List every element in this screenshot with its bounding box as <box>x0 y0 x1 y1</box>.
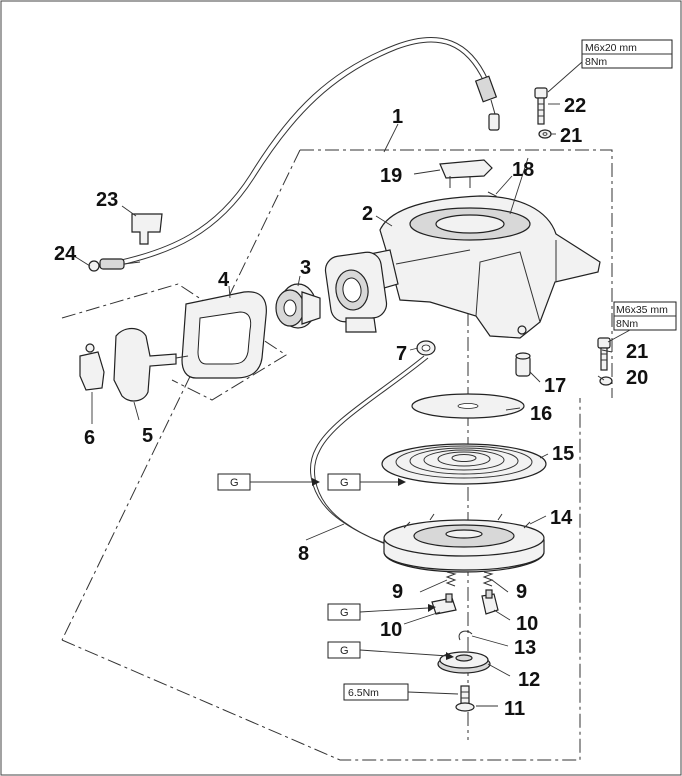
part-13-clip <box>458 630 473 641</box>
callout-24: 24 <box>54 243 77 265</box>
part-10-pawl-right <box>481 589 499 615</box>
spec-top-size: M6x20 mm <box>585 42 637 54</box>
callout-leaders <box>73 103 613 707</box>
callout-18: 18 <box>512 159 534 181</box>
callout-12: 12 <box>518 669 540 691</box>
grease-box-2: G <box>327 473 406 491</box>
spec-right-torque: 8Nm <box>616 318 638 330</box>
part-2-housing <box>379 195 601 339</box>
spec-box-right: M6x35 mm 8Nm <box>607 301 677 343</box>
grease-box-1: G <box>217 473 320 491</box>
part-9-spring-left <box>445 571 457 587</box>
callout-21-right: 21 <box>626 341 648 363</box>
callout-2: 2 <box>362 203 373 225</box>
spec-right-size: M6x35 mm <box>616 304 668 316</box>
callout-1: 1 <box>392 106 403 128</box>
callout-23: 23 <box>96 189 118 211</box>
part-5-starter-handle <box>113 327 189 402</box>
part-4-handle-cover <box>181 291 267 379</box>
part-21-bolt-right <box>597 337 611 371</box>
callout-22: 22 <box>564 95 586 117</box>
callout-9-left: 9 <box>392 581 403 603</box>
part-11-screw <box>455 685 475 712</box>
part-24-cable-end <box>88 258 141 272</box>
part-19-pawl <box>439 159 493 188</box>
spec-screw-torque: 6.5Nm <box>348 687 379 699</box>
grease-label-2: G <box>340 477 349 489</box>
callout-5: 5 <box>142 425 153 447</box>
part-8-starter-rope <box>310 355 429 551</box>
part-3-rope-guide <box>275 283 321 329</box>
callout-3: 3 <box>300 257 311 279</box>
part-16-plate <box>411 393 525 419</box>
callout-11: 11 <box>504 698 525 720</box>
spec-box-screw: 6.5Nm <box>343 683 459 701</box>
part-9-spring-right <box>482 571 494 587</box>
part-10-pawl-left <box>431 593 457 615</box>
callout-6: 6 <box>84 427 95 449</box>
callout-15: 15 <box>552 443 574 465</box>
assembly-outline <box>61 149 613 761</box>
part-2-handle-tube <box>324 249 399 333</box>
callout-17: 17 <box>544 375 566 397</box>
grease-label-1: G <box>230 477 239 489</box>
grease-box-3: G <box>327 603 436 621</box>
part-7-nut <box>416 340 436 356</box>
callout-10-right: 10 <box>516 613 538 635</box>
part-23-bracket <box>131 213 163 245</box>
callout-13: 13 <box>514 637 536 659</box>
callout-4: 4 <box>218 269 230 291</box>
grease-label-3: G <box>340 607 349 619</box>
callout-16: 16 <box>530 403 552 425</box>
callout-20: 20 <box>626 367 648 389</box>
callout-7: 7 <box>396 343 407 365</box>
grease-label-4: G <box>340 645 349 657</box>
spec-box-top: M6x20 mm 8Nm <box>547 39 673 93</box>
part-6-handle-insert <box>79 343 105 391</box>
callout-9-right: 9 <box>516 581 527 603</box>
part-15-recoil-spring <box>381 443 547 485</box>
callout-10-left: 10 <box>380 619 402 641</box>
part-14-rope-pulley <box>383 513 545 573</box>
spec-top-torque: 8Nm <box>585 56 607 68</box>
part-12-ratchet <box>437 651 491 674</box>
part-17-sleeve <box>515 352 531 377</box>
callout-21-top: 21 <box>560 125 582 147</box>
throttle-cable <box>111 37 500 267</box>
callout-8: 8 <box>298 543 309 565</box>
grease-box-4: G <box>327 641 454 660</box>
callout-14: 14 <box>550 507 573 529</box>
part-22-bolt <box>534 87 548 125</box>
callout-19: 19 <box>380 165 402 187</box>
